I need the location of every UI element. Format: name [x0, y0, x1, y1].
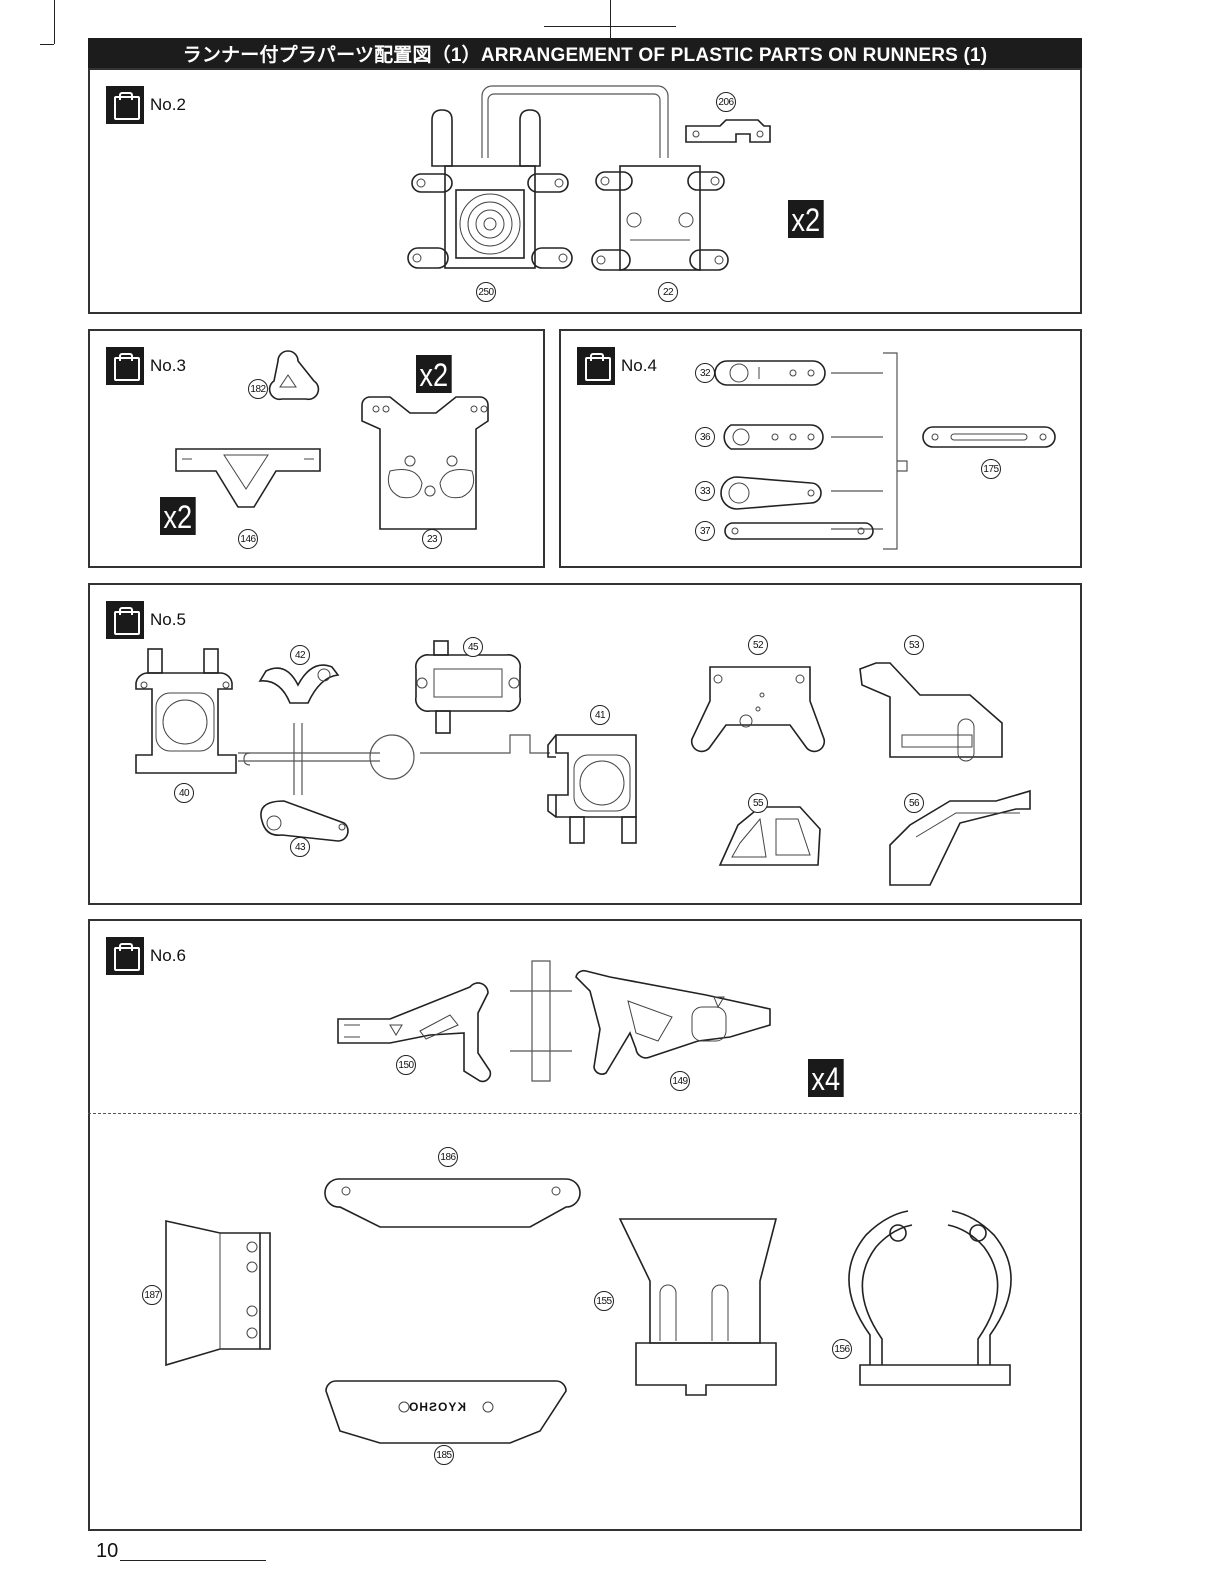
part-number: 156: [832, 1339, 852, 1359]
part-number: 37: [695, 521, 715, 541]
part-number: 149: [670, 1071, 690, 1091]
part-41: [548, 735, 636, 843]
section-divider: [88, 1113, 1082, 1114]
part-number: 42: [290, 645, 310, 665]
part-250: [408, 110, 572, 268]
part-182: [270, 351, 319, 399]
part-number: 32: [695, 363, 715, 383]
quantity-badge: x4: [808, 1059, 844, 1097]
part-33: [721, 477, 821, 509]
part-156: [849, 1211, 1011, 1385]
part-186: [325, 1179, 580, 1227]
part-number: 53: [904, 635, 924, 655]
part-number: 40: [174, 783, 194, 803]
crop-mark: [54, 0, 55, 44]
part-55: [720, 807, 820, 865]
part-number: 52: [748, 635, 768, 655]
runner-no6-drawing: [90, 921, 1084, 1533]
logo-kyosho: KYOSHO: [408, 1400, 466, 1414]
part-number: 186: [438, 1147, 458, 1167]
part-32: [715, 361, 825, 385]
panel-no4: No.4: [559, 329, 1082, 568]
crop-mark: [40, 44, 54, 45]
runner-no3-drawing: [90, 331, 547, 570]
panel-no6: No.6: [88, 919, 1082, 1531]
panel-no5: No.5: [88, 583, 1082, 905]
part-206: [686, 120, 770, 142]
part-number: 36: [695, 427, 715, 447]
part-number: 185: [434, 1445, 454, 1465]
part-number: 33: [695, 481, 715, 501]
part-43: [261, 801, 348, 841]
part-number: 43: [290, 837, 310, 857]
runner-no5-drawing: [90, 585, 1084, 907]
part-number: 22: [658, 282, 678, 302]
panel-no2: No.2: [88, 68, 1082, 314]
part-number: 41: [590, 705, 610, 725]
part-number: 23: [422, 529, 442, 549]
part-number: 146: [238, 529, 258, 549]
runner-no2-drawing: [90, 70, 1084, 316]
part-175: [923, 427, 1055, 447]
part-number: 250: [476, 282, 496, 302]
page-rule: [120, 1560, 266, 1561]
part-37: [725, 523, 873, 539]
part-187: [166, 1221, 270, 1365]
quantity-badge: x2: [416, 355, 452, 393]
part-number: 55: [748, 793, 768, 813]
part-23: [362, 397, 488, 529]
part-number: 150: [396, 1055, 416, 1075]
quantity-badge: x2: [160, 497, 196, 535]
part-number: 175: [981, 459, 1001, 479]
part-36: [724, 425, 823, 449]
crop-mark: [610, 0, 611, 38]
part-number: 45: [463, 637, 483, 657]
part-number: 182: [248, 379, 268, 399]
panel-no3: No.3 182 146 23 x2 x2: [88, 329, 545, 568]
runner-no4-drawing: [561, 331, 1084, 570]
part-42: [260, 665, 338, 703]
part-52: [692, 667, 825, 751]
quantity-badge: x2: [788, 200, 824, 238]
part-22: [592, 166, 728, 270]
part-number: 187: [142, 1285, 162, 1305]
part-number: 206: [716, 92, 736, 112]
part-53: [860, 663, 1002, 761]
page-title: ランナー付プラパーツ配置図（1）ARRANGEMENT OF PLASTIC P…: [88, 38, 1082, 68]
part-40: [136, 649, 236, 773]
part-146: [176, 449, 320, 507]
part-149: [576, 971, 770, 1074]
part-155: [620, 1219, 776, 1395]
page-number: 10: [96, 1540, 118, 1563]
part-number: 56: [904, 793, 924, 813]
part-number: 155: [594, 1291, 614, 1311]
